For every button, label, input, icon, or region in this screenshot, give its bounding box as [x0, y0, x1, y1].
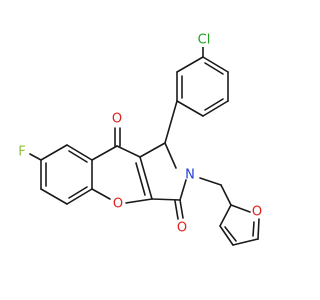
bond — [252, 221, 255, 237]
fluorine-label: F — [18, 145, 25, 160]
bond — [66, 188, 93, 205]
furan-oxygen-label: O — [252, 205, 262, 220]
fluorobenzo-ring — [40, 144, 93, 205]
bond — [176, 100, 204, 117]
nitrogen-label: N — [185, 168, 195, 183]
bond — [219, 225, 234, 246]
bond — [164, 100, 178, 144]
bond — [202, 56, 229, 73]
chlorine-label: Cl — [198, 33, 211, 48]
bond — [40, 144, 68, 161]
bond — [29, 153, 42, 161]
bond — [232, 238, 259, 246]
furan-ring — [219, 204, 260, 246]
bond — [179, 199, 184, 219]
bond — [66, 144, 93, 161]
bond — [91, 145, 118, 161]
bond — [230, 204, 251, 213]
bond — [179, 179, 187, 201]
bond — [199, 177, 222, 186]
bond — [174, 200, 179, 220]
structure-canvas: Cl F O O O N O — [18, 31, 263, 246]
bond — [68, 186, 88, 199]
bond — [219, 204, 232, 227]
chlorophenyl-ring — [176, 56, 229, 117]
bond — [204, 98, 224, 111]
pyranone-ring — [91, 145, 153, 204]
bond — [257, 218, 260, 240]
bond — [135, 162, 146, 196]
bond — [116, 145, 141, 158]
bond — [224, 226, 237, 242]
bond — [91, 188, 111, 200]
bond — [68, 150, 88, 163]
lactam-oxygen-label: O — [177, 221, 187, 236]
bond — [204, 62, 224, 75]
atom-labels: Cl F O O O N O — [18, 31, 262, 236]
bond — [176, 56, 204, 73]
pyran-oxygen-label: O — [113, 197, 123, 212]
bond — [202, 100, 229, 117]
bond — [164, 142, 177, 169]
bond — [139, 156, 153, 200]
ketone-oxygen-label: O — [112, 112, 122, 127]
lactam-ring — [139, 142, 187, 201]
bond — [220, 184, 232, 206]
molecule-structure: Cl F O O O N O — [18, 31, 262, 246]
bond — [40, 188, 68, 205]
bond — [139, 142, 166, 158]
bond — [151, 198, 181, 201]
bond — [125, 198, 153, 204]
